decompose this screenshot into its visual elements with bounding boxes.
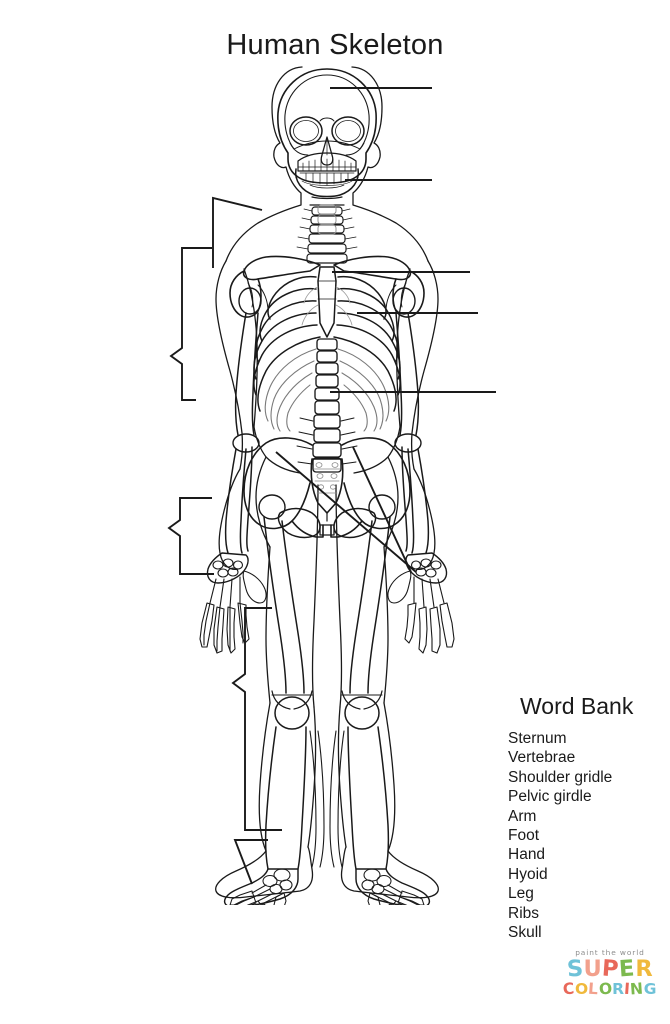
logo-letter: S bbox=[565, 955, 585, 983]
word-bank-item: Pelvic girdle bbox=[508, 788, 592, 806]
word-bank-item: Sternum bbox=[508, 730, 567, 747]
logo-letter: N bbox=[629, 979, 645, 998]
feet-group bbox=[223, 868, 431, 905]
word-bank: Word Bank Sternum Vertebrae Shoulder gri… bbox=[492, 693, 670, 942]
word-bank-item: Hyoid bbox=[508, 865, 548, 883]
word-bank-item: Vertebrae bbox=[508, 749, 576, 767]
word-bank-item: Leg bbox=[508, 885, 534, 903]
word-bank-item: Shoulder gridle bbox=[508, 768, 613, 786]
logo-word-coloring: COLORING bbox=[556, 979, 664, 998]
word-bank-item: Hand bbox=[508, 846, 546, 864]
arms-group bbox=[224, 312, 430, 554]
word-bank-list: Sternum Vertebrae Shoulder gridle Pelvic… bbox=[492, 729, 670, 942]
human-skeleton-figure bbox=[160, 55, 510, 905]
logo-letter: C bbox=[562, 979, 576, 998]
body-outline-group bbox=[215, 66, 439, 899]
supercoloring-logo: paint the world SUPER COLORING bbox=[556, 946, 664, 1002]
logo-letter: R bbox=[635, 956, 654, 982]
logo-tagline: paint the world bbox=[575, 948, 645, 957]
word-bank-item: Foot bbox=[508, 827, 540, 845]
pelvis-group bbox=[243, 437, 411, 539]
page-title: Human Skeleton bbox=[226, 29, 444, 62]
logo-letter: U bbox=[583, 956, 603, 982]
logo-letter: R bbox=[612, 979, 625, 998]
logo-letter: P bbox=[601, 955, 621, 983]
word-bank-item: Skull bbox=[508, 924, 542, 942]
cervical-spine-group bbox=[296, 196, 358, 264]
logo-letter: L bbox=[587, 979, 600, 998]
logo-letter: O bbox=[597, 979, 613, 998]
hands-group bbox=[199, 552, 455, 654]
shoulder-girdle-group bbox=[229, 255, 425, 318]
skull-group bbox=[277, 68, 377, 198]
logo-letter: G bbox=[643, 979, 657, 998]
word-bank-title: Word Bank bbox=[520, 693, 634, 719]
rib-cage-group bbox=[253, 204, 401, 432]
spine-group bbox=[296, 338, 358, 473]
word-bank-item: Ribs bbox=[508, 904, 540, 922]
logo-letter: O bbox=[574, 979, 589, 998]
sternum-bone bbox=[317, 266, 337, 338]
legs-group bbox=[263, 516, 391, 870]
logo-letter: E bbox=[618, 955, 637, 983]
word-bank-item: Arm bbox=[508, 807, 537, 825]
logo-word-super: SUPER bbox=[556, 955, 664, 983]
